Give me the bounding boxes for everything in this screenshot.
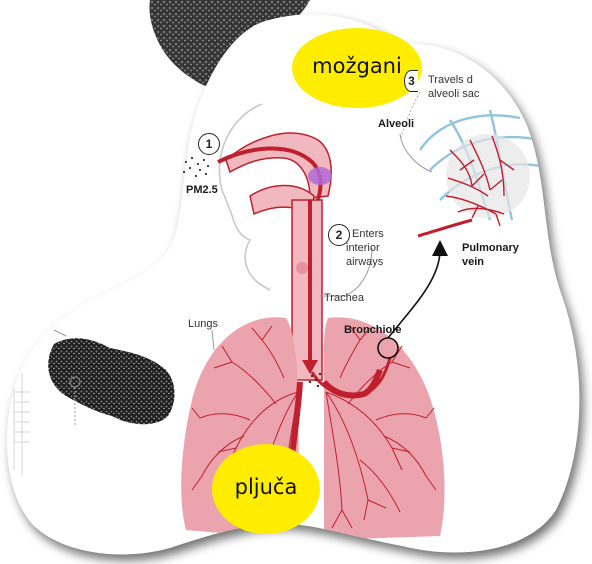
travels-label-line2: alveoli sac (428, 88, 479, 101)
pulmonary-vein-label-line1: Pulmonary (462, 242, 519, 255)
brain-label-text: možgani (312, 54, 402, 78)
step-3-badge: 3 (404, 70, 418, 92)
enters-label-line1: Enters (352, 228, 384, 241)
particle-cloud (308, 167, 332, 185)
lungs-label-text: pljuča (235, 475, 298, 499)
particle-dots-trachea (296, 262, 308, 274)
trachea-tube (292, 200, 322, 380)
trachea-label: Trachea (324, 292, 364, 305)
bronchiole-label: Bronchiole (344, 324, 401, 337)
travels-label-line1: Travels d (428, 74, 473, 87)
step-1-badge: 1 (198, 133, 220, 155)
lungs-label: Lungs (188, 318, 218, 331)
pulmonary-vein-label-line2: vein (462, 256, 484, 269)
brain-label-ellipse: možgani (292, 28, 422, 108)
enters-label-line2: interior (346, 242, 380, 255)
pm25-label: PM2.5 (186, 184, 218, 197)
alveoli-label: Alveoli (378, 118, 414, 131)
enters-label-line3: airways (346, 256, 383, 269)
lungs-label-ellipse: pljuča (212, 444, 320, 534)
